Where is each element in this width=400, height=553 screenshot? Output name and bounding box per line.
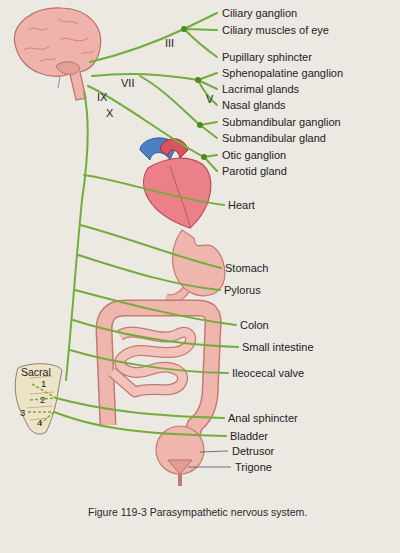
colon-outline [104, 308, 213, 440]
structure-label: Detrusor [232, 445, 274, 458]
nerve-group [54, 13, 238, 436]
segment-number: 2 [40, 393, 45, 406]
cranial-nerve-label: X [106, 107, 113, 120]
structure-label: Parotid gland [222, 165, 287, 178]
pelvic-nerve-bladder [54, 412, 226, 436]
cerebellum [56, 62, 80, 75]
structure-label: Ileocecal valve [232, 367, 304, 380]
structure-label: Trigone [235, 461, 272, 474]
structure-label: Submandibular ganglion [222, 116, 341, 129]
cardiac-branch [84, 175, 224, 205]
region-label: Sacral [21, 366, 51, 379]
cranial-nerve-label: V [206, 93, 213, 106]
leader-lines [188, 451, 231, 467]
segment-number: 4 [37, 416, 42, 429]
structure-label: Pupillary sphincter [222, 51, 312, 64]
segment-number: 1 [41, 377, 46, 390]
colic-branch [75, 290, 236, 325]
aortic-arch [160, 139, 188, 158]
sphenopalatine-branches [198, 73, 217, 105]
structure-label: Bladder [230, 430, 268, 443]
pyloric-branch [78, 255, 220, 290]
structure-label: Ciliary muscles of eye [222, 24, 329, 37]
structure-label: Anal sphincter [228, 412, 298, 425]
structure-label: Lacrimal glands [222, 83, 299, 96]
brain-sulci [24, 18, 94, 62]
cranial-nerve-label: VII [121, 77, 134, 90]
structure-label: Otic ganglion [222, 149, 286, 162]
submandibular-ganglion [197, 122, 203, 128]
figure-caption: Figure 119-3 Parasympathetic nervous sys… [88, 506, 307, 519]
structure-label: Submandibular gland [222, 132, 326, 145]
pylorus-outline [166, 290, 186, 299]
stomach [173, 230, 225, 296]
structure-label: Pylorus [224, 284, 261, 297]
sphenopalatine-ganglion [195, 77, 201, 83]
structure-label: Small intestine [242, 341, 314, 354]
otic-ganglion [201, 154, 207, 160]
sacral-segments [26, 376, 54, 420]
pelvic-nerve-anal [56, 398, 224, 418]
cranial-nerve-label: III [165, 37, 174, 50]
intestinal-branch [73, 320, 238, 347]
colon [104, 308, 213, 440]
structure-label: Colon [240, 319, 269, 332]
urethra [178, 474, 182, 486]
structure-label: Heart [228, 199, 255, 212]
structure-label: Stomach [225, 262, 268, 275]
pylorus [166, 290, 186, 299]
heart [144, 158, 211, 228]
chorda-tympani [140, 76, 200, 125]
structure-label: Sphenopalatine ganglion [222, 67, 343, 80]
sacrum [15, 364, 62, 434]
ileocecal-branch [70, 350, 228, 373]
oculomotor-nerve [90, 29, 184, 62]
structure-label: Nasal glands [222, 99, 286, 112]
structure-label: Ciliary ganglion [222, 7, 297, 20]
ciliary-branches [184, 13, 217, 57]
cranial-nerve-label: IX [97, 91, 107, 104]
glossopharyngeal-nerve [88, 86, 204, 157]
vagus-nerve [66, 92, 88, 380]
ciliary-ganglion [181, 26, 187, 32]
ganglion-group [181, 26, 207, 160]
brain-outline-detail [58, 76, 60, 88]
segment-number: 3 [20, 406, 25, 419]
